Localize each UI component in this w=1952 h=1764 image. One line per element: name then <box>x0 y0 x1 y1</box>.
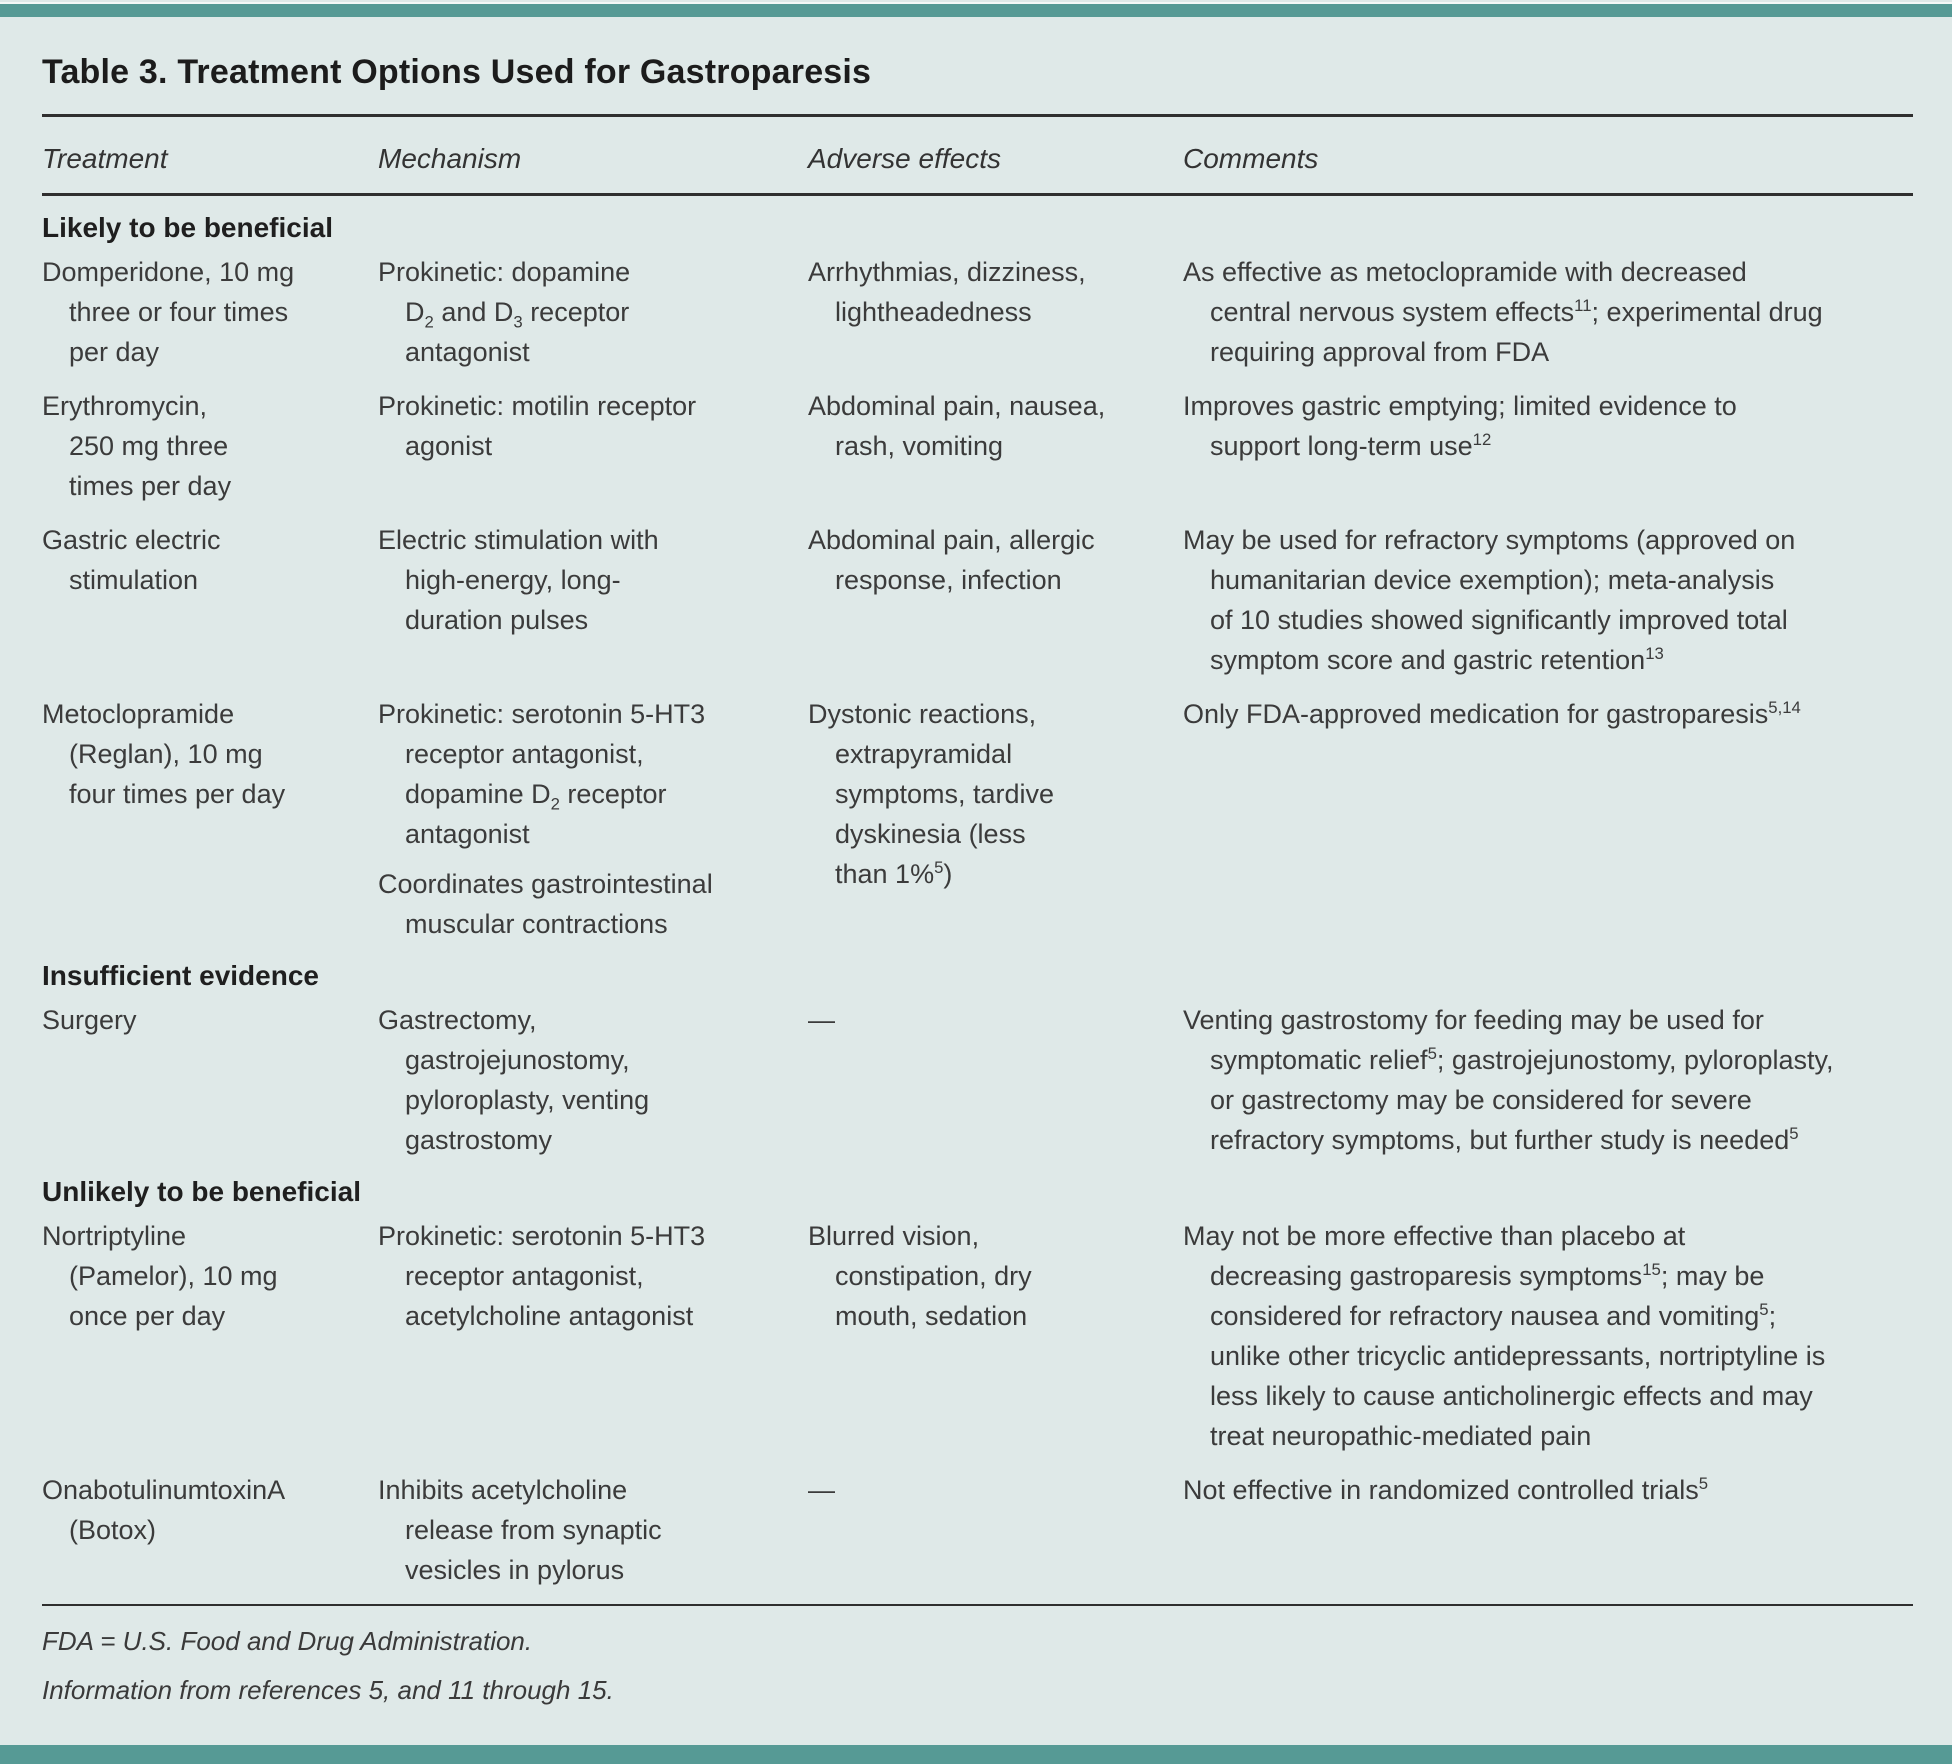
column-header-adverse-effects: Adverse effects <box>808 143 1001 174</box>
cell-mechanism: Prokinetic: serotonin 5-HT3 receptor ant… <box>378 694 808 944</box>
cell-treatment: Surgery <box>42 1000 378 1160</box>
table-header-row: Treatment Mechanism Adverse effects Comm… <box>42 143 1913 175</box>
table-row: Gastric electric stimulation Electric st… <box>42 520 1913 680</box>
cell-comments: May not be more effective than placebo a… <box>1183 1216 1913 1456</box>
cell-treatment: Metoclopramide (Reglan), 10 mg four time… <box>42 694 378 944</box>
cell-paragraph: Metoclopramide (Reglan), 10 mg four time… <box>42 699 286 809</box>
cell-paragraph: May be used for refractory symptoms (app… <box>1183 525 1796 675</box>
cell-comments: Venting gastrostomy for feeding may be u… <box>1183 1000 1913 1160</box>
title-rule <box>42 114 1913 117</box>
cell-paragraph: Erythromycin, 250 mg three times per day <box>42 391 232 501</box>
cell-comments: May be used for refractory symptoms (app… <box>1183 520 1913 680</box>
footnotes: FDA = U.S. Food and Drug Administration.… <box>42 1626 1913 1706</box>
column-header-mechanism: Mechanism <box>378 143 522 174</box>
cell-paragraph: Prokinetic: motilin receptor agonist <box>378 391 697 461</box>
cell-paragraph: As effective as metoclopramide with decr… <box>1183 257 1823 367</box>
table-content: Table 3. Treatment Options Used for Gast… <box>42 17 1913 1706</box>
header-rule <box>42 193 1913 196</box>
cell-treatment: Nortriptyline (Pamelor), 10 mg once per … <box>42 1216 378 1456</box>
cell-paragraph: Surgery <box>42 1005 137 1035</box>
cell-paragraph: Electric stimulation with high-energy, l… <box>378 525 659 635</box>
cell-adverse-effects: Dystonic reactions, extrapyramidal sympt… <box>808 694 1183 944</box>
cell-paragraph: Abdominal pain, allergic response, infec… <box>808 525 1095 595</box>
cell-adverse-effects: Abdominal pain, nausea, rash, vomiting <box>808 386 1183 506</box>
cell-paragraph: Inhibits acetylcholine release from syna… <box>378 1475 662 1585</box>
cell-paragraph: Abdominal pain, nausea, rash, vomiting <box>808 391 1106 461</box>
cell-adverse-effects: Arrhythmias, dizziness, lightheadedness <box>808 252 1183 372</box>
footnote-references: Information from references 5, and 11 th… <box>42 1675 614 1705</box>
table-body: Likely to be beneficial Domperidone, 10 … <box>42 212 1913 1590</box>
top-accent-bar <box>0 2 1952 17</box>
cell-adverse-effects: — <box>808 1000 1183 1160</box>
cell-paragraph: Coordinates gastrointestinal muscular co… <box>378 869 713 939</box>
cell-paragraph: Prokinetic: serotonin 5-HT3 receptor ant… <box>378 699 706 849</box>
cell-adverse-effects: Abdominal pain, allergic response, infec… <box>808 520 1183 680</box>
cell-mechanism: Prokinetic: serotonin 5-HT3 receptor ant… <box>378 1216 808 1456</box>
cell-paragraph: Not effective in randomized controlled t… <box>1183 1474 1709 1505</box>
table-row: Surgery Gastrectomy, gastrojejunostomy, … <box>42 1000 1913 1160</box>
cell-mechanism: Gastrectomy, gastrojejunostomy, pyloropl… <box>378 1000 808 1160</box>
cell-treatment: Gastric electric stimulation <box>42 520 378 680</box>
cell-paragraph: May not be more effective than placebo a… <box>1183 1221 1826 1451</box>
column-header-treatment: Treatment <box>42 143 168 174</box>
cell-comments: Not effective in randomized controlled t… <box>1183 1470 1913 1590</box>
cell-paragraph: Improves gastric emptying; limited evide… <box>1183 391 1737 461</box>
table-row: Erythromycin, 250 mg three times per day… <box>42 386 1913 506</box>
cell-treatment: OnabotulinumtoxinA (Botox) <box>42 1470 378 1590</box>
cell-treatment: Erythromycin, 250 mg three times per day <box>42 386 378 506</box>
cell-paragraph: Only FDA-approved medication for gastrop… <box>1183 698 1801 729</box>
cell-paragraph: Nortriptyline (Pamelor), 10 mg once per … <box>42 1221 278 1331</box>
table-row: Nortriptyline (Pamelor), 10 mg once per … <box>42 1216 1913 1456</box>
cell-adverse-effects: Blurred vision, constipation, dry mouth,… <box>808 1216 1183 1456</box>
cell-paragraph: Venting gastrostomy for feeding may be u… <box>1183 1005 1834 1155</box>
cell-paragraph: Prokinetic: dopamine D2 and D3 receptor … <box>378 257 631 367</box>
cell-comments: Only FDA-approved medication for gastrop… <box>1183 694 1913 944</box>
table-row: Metoclopramide (Reglan), 10 mg four time… <box>42 694 1913 944</box>
table-row: Domperidone, 10 mg three or four times p… <box>42 252 1913 372</box>
section-header: Likely to be beneficial <box>42 212 333 243</box>
cell-paragraph: OnabotulinumtoxinA (Botox) <box>42 1475 286 1545</box>
cell-paragraph: Arrhythmias, dizziness, lightheadedness <box>808 257 1086 327</box>
cell-paragraph: Blurred vision, constipation, dry mouth,… <box>808 1221 1032 1331</box>
cell-paragraph: — <box>808 1475 835 1505</box>
cell-adverse-effects: — <box>808 1470 1183 1590</box>
section-header: Insufficient evidence <box>42 960 319 991</box>
cell-mechanism: Electric stimulation with high-energy, l… <box>378 520 808 680</box>
cell-comments: Improves gastric emptying; limited evide… <box>1183 386 1913 506</box>
cell-treatment: Domperidone, 10 mg three or four times p… <box>42 252 378 372</box>
cell-paragraph: — <box>808 1005 835 1035</box>
cell-paragraph: Gastric electric stimulation <box>42 525 221 595</box>
column-header-comments: Comments <box>1183 143 1319 174</box>
cell-mechanism: Inhibits acetylcholine release from syna… <box>378 1470 808 1590</box>
table-title: Table 3. Treatment Options Used for Gast… <box>42 53 872 91</box>
cell-paragraph: Dystonic reactions, extrapyramidal sympt… <box>808 699 1055 889</box>
bottom-accent-bar <box>0 1745 1952 1764</box>
cell-comments: As effective as metoclopramide with decr… <box>1183 252 1913 372</box>
footnote-abbreviation: FDA = U.S. Food and Drug Administration. <box>42 1626 533 1656</box>
cell-mechanism: Prokinetic: dopamine D2 and D3 receptor … <box>378 252 808 372</box>
cell-paragraph: Domperidone, 10 mg three or four times p… <box>42 257 295 367</box>
cell-paragraph: Prokinetic: serotonin 5-HT3 receptor ant… <box>378 1221 706 1331</box>
cell-paragraph: Gastrectomy, gastrojejunostomy, pyloropl… <box>378 1005 650 1155</box>
cell-mechanism: Prokinetic: motilin receptor agonist <box>378 386 808 506</box>
table-row: OnabotulinumtoxinA (Botox) Inhibits acet… <box>42 1470 1913 1590</box>
bottom-rule <box>42 1604 1913 1606</box>
section-header: Unlikely to be beneficial <box>42 1176 361 1207</box>
